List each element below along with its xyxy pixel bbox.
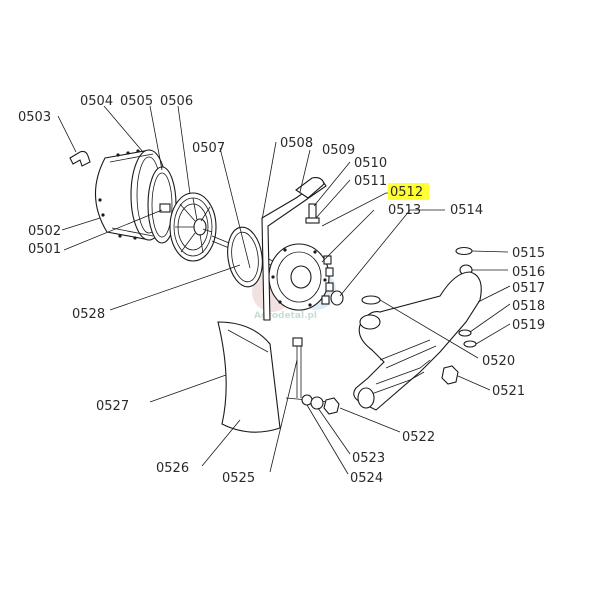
- fan-impeller: [169, 192, 217, 262]
- scraper-blade: [217, 321, 281, 433]
- gasket-0507: [227, 226, 263, 288]
- nut-0521: [441, 365, 459, 385]
- label-0517: 0517: [512, 281, 545, 296]
- support-arm: [261, 177, 327, 321]
- label-0514: 0514: [450, 203, 483, 218]
- label-0524: 0524: [350, 471, 383, 486]
- label-0504: 0504: [80, 94, 113, 109]
- label-0508: 0508: [280, 136, 313, 151]
- label-0510: 0510: [354, 156, 387, 171]
- shaft-bolt: [285, 337, 340, 415]
- label-0519: 0519: [512, 318, 545, 333]
- leader-lines: [57, 105, 511, 475]
- frame-arm: [353, 271, 482, 411]
- label-0520: 0520: [482, 354, 515, 369]
- label-0502: 0502: [28, 224, 61, 239]
- label-0506: 0506: [160, 94, 193, 109]
- label-0528: 0528: [72, 307, 105, 322]
- label-0509: 0509: [322, 143, 355, 158]
- label-0511: 0511: [354, 174, 387, 189]
- label-0512: 0512: [390, 185, 423, 200]
- label-0523: 0523: [352, 451, 385, 466]
- label-0525: 0525: [222, 471, 255, 486]
- label-0522: 0522: [402, 430, 435, 445]
- label-0516: 0516: [512, 265, 545, 280]
- watermark-text: Agrodetal.pl: [254, 311, 317, 321]
- highlight-0512: [388, 183, 429, 200]
- cover-plate: [268, 243, 330, 311]
- label-0505: 0505: [120, 94, 153, 109]
- label-0518: 0518: [512, 299, 545, 314]
- label-0526: 0526: [156, 461, 189, 476]
- label-0507: 0507: [192, 141, 225, 156]
- part-labels: 0503 0504 0505 0506 0502 0501 0507 0508 …: [18, 94, 545, 486]
- bolt-0501: [159, 203, 171, 213]
- label-0515: 0515: [512, 246, 545, 261]
- studs: [305, 203, 344, 306]
- label-0513: 0513: [388, 203, 421, 218]
- label-0527: 0527: [96, 399, 129, 414]
- label-0521: 0521: [492, 384, 525, 399]
- label-0501: 0501: [28, 242, 61, 257]
- label-0503: 0503: [18, 110, 51, 125]
- elbow-fitting: [69, 150, 91, 167]
